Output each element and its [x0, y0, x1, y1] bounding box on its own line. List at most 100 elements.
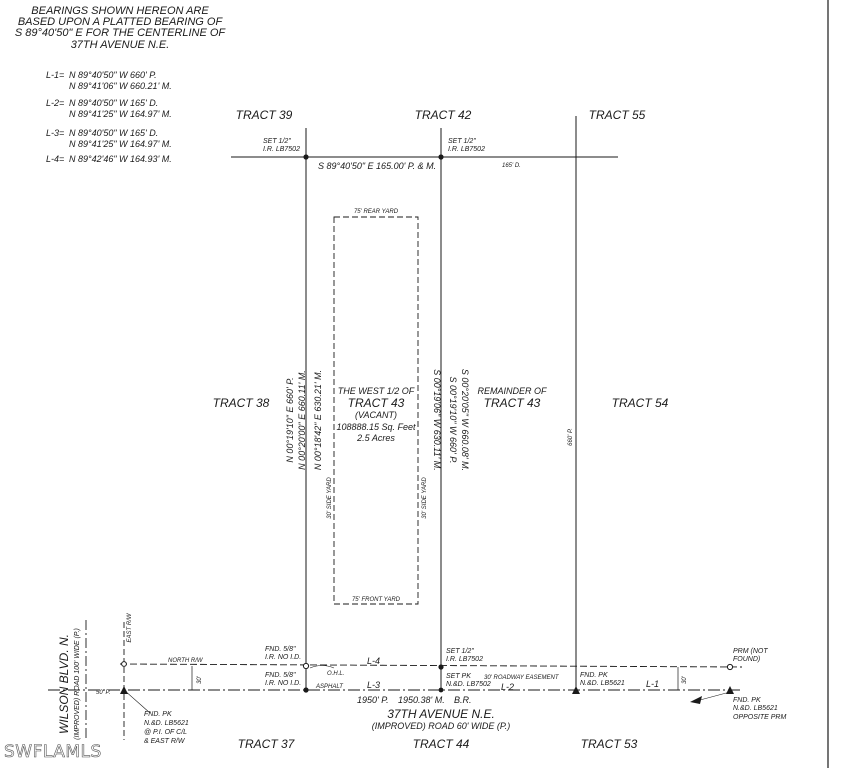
fifty-label: 50' P. [96, 690, 110, 696]
monument-label: I.R. NO I.D. [265, 654, 301, 661]
monument-set-pk [438, 687, 444, 693]
monuments [120, 154, 734, 694]
monument-east-rw [121, 661, 127, 667]
ohl-line [309, 665, 335, 669]
monument-labels: SET 1/2" I.R. LB7502 SET 1/2" I.R. LB750… [144, 138, 786, 745]
monument-label: I.R. NO I.D. [265, 680, 301, 687]
tract-label: TRACT 55 [589, 108, 646, 122]
line-table-value: N 89°42'46" W 164.93' M. [69, 154, 172, 164]
leader-arrow [690, 696, 702, 704]
front-yard-label: 75' FRONT YARD [352, 597, 401, 603]
monument-label: SET PK [446, 673, 471, 680]
tract-label: TRACT 38 [213, 396, 270, 410]
line-table-value: N 89°40'50" W 165' D. [69, 128, 158, 138]
side-yard-left-label: 30' SIDE YARD [327, 477, 333, 519]
west-bearing-measured: N 00°20'00" E 660.11' M. [297, 370, 307, 470]
rear-yard-label: 75' REAR YARD [354, 209, 399, 215]
line-table-label: L-3= [46, 128, 64, 138]
east-bearing-measured: S 00°20'05" W 660.08' M. [460, 369, 470, 471]
remainder-line: REMAINDER OF [477, 386, 547, 396]
road-lines [48, 620, 743, 740]
west-bearing-setback: N 00°18'42" E 630.21' M. [313, 370, 323, 470]
tract-label: TRACT 44 [413, 737, 470, 751]
north-rw-label: NORTH R/W [168, 658, 204, 664]
monument-label: SET 1/2" [263, 138, 291, 145]
boundary-bearings: S 89°40'50" E 165.00' P. & M. 165' D. N … [285, 161, 574, 471]
west-bearing-plat: N 00°19'10" E 660' P. [285, 377, 295, 462]
monument-set-se [438, 664, 444, 670]
leader-fnd-pk-right [699, 691, 731, 701]
easement-label: 30' ROADWAY EASEMENT [484, 675, 560, 681]
setback-box [333, 216, 419, 605]
monument-label: N.&D. LB7502 [446, 681, 491, 688]
monument-label: OPPOSITE PRM [733, 714, 786, 721]
monument-nw [303, 154, 309, 160]
l1-label: L-1 [646, 679, 659, 689]
subject-status: (VACANT) [355, 410, 397, 420]
monument-fnd-pk-mid [572, 686, 580, 694]
l4-label: L-4 [367, 656, 380, 666]
monument-label: I.R. LB7502 [448, 146, 485, 153]
bearing-note-line: 37TH AVENUE N.E. [71, 39, 170, 51]
monument-label: FND. 5/8" [265, 646, 296, 653]
bearing-note-line: BASED UPON A PLATTED BEARING OF [18, 16, 224, 28]
monument-label: FND. 5/8" [265, 672, 296, 679]
monument-label: N.&D. LB5621 [580, 680, 625, 687]
monument-label: SET 1/2" [446, 648, 474, 655]
monument-label: FND. PK [144, 711, 172, 718]
monument-label: N.&D. LB5621 [144, 720, 189, 727]
line-table-value: N 89°41'25" W 164.97' M. [69, 109, 172, 119]
dim-30-left-label: 30' [197, 675, 203, 684]
subject-area: 108888.15 Sq. Feet [336, 422, 416, 432]
east-bearing-setback: S 00°19'06" W 630.11' M. [432, 369, 442, 471]
tract-label: TRACT 39 [236, 108, 293, 122]
line-table-label: L-4= [46, 154, 64, 164]
line-table-value: N 89°40'50" W 165' D. [69, 98, 158, 108]
north-rw-line [119, 663, 743, 668]
subject-line: THE WEST 1/2 OF [338, 386, 415, 396]
east-bearing-plat: S 00°19'10" W 660' P. [448, 376, 458, 463]
yard-labels: 75' REAR YARD 75' FRONT YARD 30' SIDE YA… [327, 209, 428, 603]
subject-acres: 2.5 Acres [356, 433, 395, 443]
north-bearing: S 89°40'50" E 165.00' P. & M. [318, 161, 436, 171]
blvd-name: WILSON BLVD. N. [57, 634, 71, 734]
monument-label: FND. PK [733, 697, 761, 704]
avenue-width: (IMPROVED) ROAD 60' WIDE (P.) [372, 721, 511, 731]
east-rw-label: EAST R/W [127, 612, 133, 642]
line-table-value: N 89°41'06" W 660.21' M. [69, 81, 172, 91]
basis-of-bearings: B.R. [454, 695, 472, 705]
remainder-tract: TRACT 43 [484, 396, 541, 410]
tract-labels: TRACT 39 TRACT 42 TRACT 55 TRACT 38 TRAC… [213, 108, 669, 751]
monument-label: I.R. LB7502 [446, 656, 483, 663]
tract-lines [231, 116, 618, 690]
monument-fnd-2 [303, 687, 309, 693]
l2-label: L-2 [501, 682, 514, 692]
blvd-width: (IMPROVED) ROAD 100' WIDE (P.) [74, 628, 81, 740]
tract-line-distance: 660' P. [568, 428, 574, 446]
dim-30-right-label: 30' [682, 675, 688, 684]
distance-plat: 1950' P. [357, 695, 389, 705]
asphalt-label: ASPHALT [315, 684, 344, 690]
monument-label: FOUND) [733, 656, 760, 663]
monument-label: N.&D. LB5621 [733, 705, 778, 712]
monument-label: FND. PK [580, 672, 608, 679]
line-table-label: L-1= [46, 70, 64, 80]
bearing-note-line: BEARINGS SHOWN HEREON ARE [31, 5, 209, 17]
watermark: SWFLAMLS [4, 742, 102, 762]
leader-fnd-pk-left [123, 689, 151, 714]
side-yard-right-label: 30' SIDE YARD [422, 477, 428, 519]
tract-label: TRACT 53 [581, 737, 638, 751]
north-deed-distance: 165' D. [502, 163, 521, 169]
monument-fnd-1 [302, 662, 310, 670]
monument-fnd-pk-right [726, 686, 734, 694]
bearing-note-line: S 89°40'50" E FOR THE CENTERLINE OF [15, 27, 227, 39]
line-table-label: L-2= [46, 98, 64, 108]
monument-label: SET 1/2" [448, 138, 476, 145]
l3-label: L-3 [367, 680, 380, 690]
monument-ne [438, 154, 444, 160]
bearing-note: BEARINGS SHOWN HEREON ARE BASED UPON A P… [15, 5, 227, 51]
monument-label: @ P.I. OF C/L [144, 729, 187, 736]
tract-label: TRACT 54 [612, 396, 669, 410]
